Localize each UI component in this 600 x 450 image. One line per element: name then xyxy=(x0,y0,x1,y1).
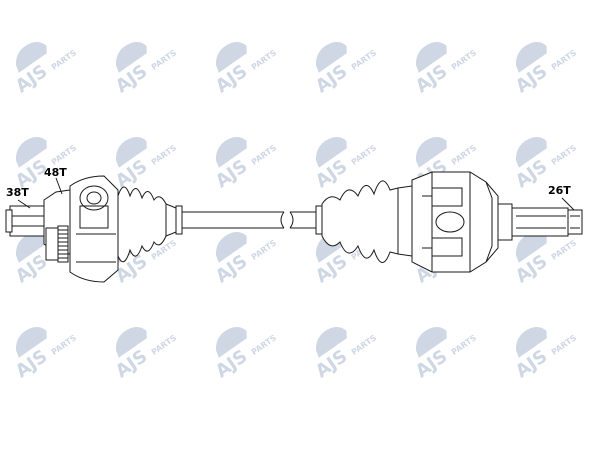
watermark-suffix: PARTS xyxy=(150,333,179,357)
car-logo-icon xyxy=(215,231,247,263)
watermark-suffix: PARTS xyxy=(350,143,379,167)
watermark-suffix: PARTS xyxy=(250,238,279,262)
watermark-suffix: PARTS xyxy=(150,143,179,167)
car-logo-icon xyxy=(15,326,47,358)
watermark-suffix: PARTS xyxy=(550,48,579,72)
watermark-suffix: PARTS xyxy=(50,143,79,167)
car-logo-icon xyxy=(415,136,447,168)
car-logo-icon xyxy=(115,41,147,73)
abs-ring xyxy=(57,225,69,263)
car-logo-icon xyxy=(15,231,47,263)
car-logo-icon xyxy=(515,41,547,73)
car-logo-icon xyxy=(215,136,247,168)
car-logo-icon xyxy=(515,326,547,358)
left-cv-joint xyxy=(43,175,119,283)
watermark-suffix: PARTS xyxy=(150,48,179,72)
car-logo-icon xyxy=(115,326,147,358)
car-logo-icon xyxy=(315,136,347,168)
leader-lines xyxy=(17,177,575,211)
car-logo-icon xyxy=(415,326,447,358)
right-tripod-joint xyxy=(411,171,513,273)
watermark-suffix: PARTS xyxy=(250,143,279,167)
shaft-bar xyxy=(182,211,316,229)
watermark-suffix: PARTS xyxy=(350,333,379,357)
car-logo-icon xyxy=(315,326,347,358)
watermark-suffix: PARTS xyxy=(550,143,579,167)
label-48t: 48T xyxy=(44,166,67,179)
right-spline-stub xyxy=(511,207,583,237)
watermark-suffix: PARTS xyxy=(50,333,79,357)
watermark-suffix: PARTS xyxy=(350,48,379,72)
watermark-suffix: PARTS xyxy=(550,333,579,357)
left-spline-stub xyxy=(5,205,45,237)
car-logo-icon xyxy=(15,136,47,168)
watermark-suffix: PARTS xyxy=(250,333,279,357)
watermark-suffix: PARTS xyxy=(450,48,479,72)
watermark-suffix: PARTS xyxy=(450,333,479,357)
car-logo-icon xyxy=(515,136,547,168)
car-logo-icon xyxy=(215,41,247,73)
car-logo-icon xyxy=(515,231,547,263)
watermark-suffix: PARTS xyxy=(550,238,579,262)
car-logo-icon xyxy=(115,136,147,168)
label-26t: 26T xyxy=(548,184,571,197)
watermark-suffix: PARTS xyxy=(50,48,79,72)
watermark-suffix: PARTS xyxy=(450,143,479,167)
car-logo-icon xyxy=(415,41,447,73)
car-logo-icon xyxy=(315,41,347,73)
label-38t: 38T xyxy=(6,186,29,199)
left-boot xyxy=(117,186,183,263)
right-boot xyxy=(315,180,413,263)
watermark-suffix: PARTS xyxy=(250,48,279,72)
drive-shaft xyxy=(5,171,583,283)
car-logo-icon xyxy=(215,326,247,358)
car-logo-icon xyxy=(15,41,47,73)
